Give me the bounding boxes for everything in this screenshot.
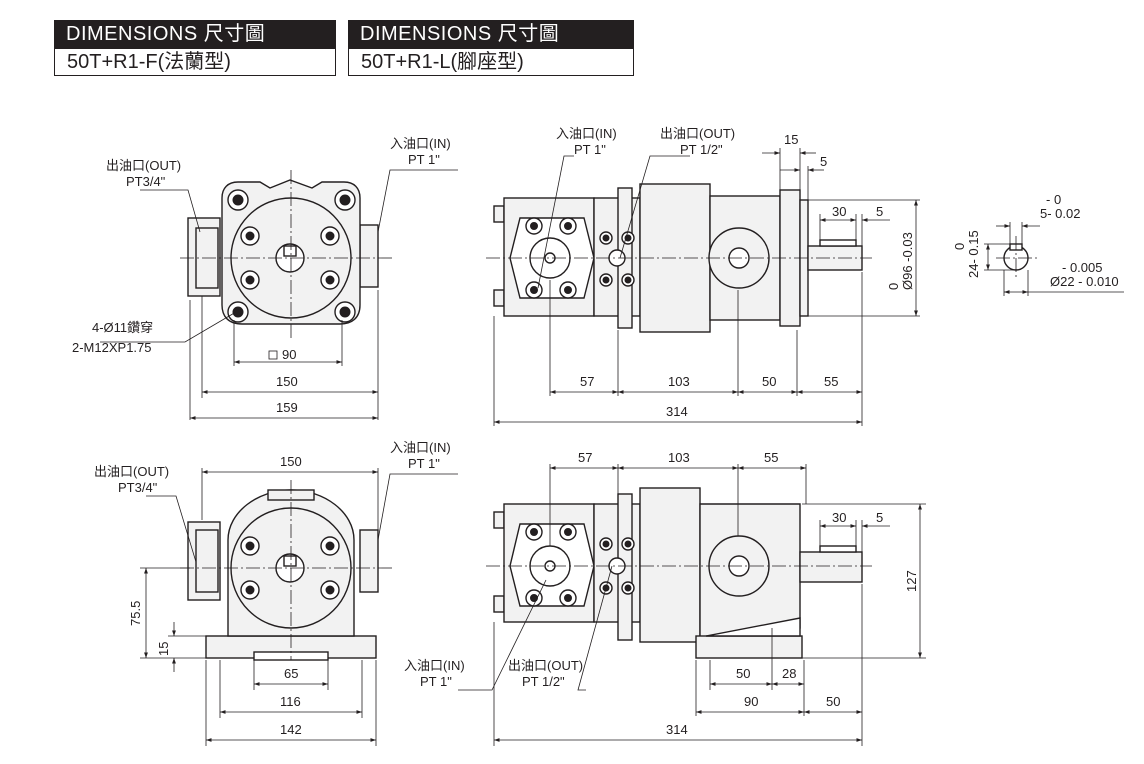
key-height-tol: 0 <box>952 243 967 250</box>
out-port-size: PT 1/2" <box>522 674 565 689</box>
out-port-label: 出油口(OUT) <box>94 464 169 479</box>
header-flange: DIMENSIONS 尺寸圖 50T+R1-F(法蘭型) <box>54 20 336 76</box>
dim-50: 50 <box>762 374 776 389</box>
in-port-label: 入油口(IN) <box>390 440 451 455</box>
dim-55: 55 <box>824 374 838 389</box>
foot-front-dims: 150 75.5 15 65 116 142 出油口(OUT) PT3/4" 入… <box>94 440 458 746</box>
dim-103: 103 <box>668 450 690 465</box>
dim-75-5: 75.5 <box>128 601 143 626</box>
holes-label: 4-Ø11鑽穿 <box>92 320 153 335</box>
dim-50a: 50 <box>736 666 750 681</box>
dim-5: 5 <box>820 154 827 169</box>
pilot-dia: Ø96 -0.03 <box>900 232 915 290</box>
in-port-size: PT 1" <box>408 456 440 471</box>
flange-front-view <box>180 170 392 340</box>
key-height: 24- 0.15 <box>966 230 981 278</box>
dim-50b: 50 <box>826 694 840 709</box>
shaft-section-view: - 0 5- 0.02 0 24- 0.15 - 0.005 Ø22 - 0.0… <box>952 192 1124 296</box>
key-tol: - 0 <box>1046 192 1061 207</box>
header-title: DIMENSIONS 尺寸圖 <box>348 20 634 48</box>
dim-57: 57 <box>580 374 594 389</box>
dim-55: 55 <box>764 450 778 465</box>
shaft-dia: Ø22 - 0.010 <box>1050 274 1119 289</box>
bolt-icon <box>232 194 351 318</box>
dim-30: 30 <box>832 510 846 525</box>
dim-57: 57 <box>578 450 592 465</box>
dim-314: 314 <box>666 404 688 419</box>
dim-116: 116 <box>280 694 301 709</box>
dim-5: 5 <box>876 510 883 525</box>
in-port-label: 入油口(IN) <box>390 136 451 151</box>
flange-front-dims: 90 150 159 出油口(OUT) PT3/4" 入油口(IN) PT 1"… <box>72 136 458 420</box>
dim-103: 103 <box>668 374 690 389</box>
header-foot: DIMENSIONS 尺寸圖 50T+R1-L(腳座型) <box>348 20 634 76</box>
out-port-size: PT3/4" <box>126 174 166 189</box>
dim-127: 127 <box>904 570 919 592</box>
shaft-tol: - 0.005 <box>1062 260 1102 275</box>
in-port-size: PT 1" <box>574 142 606 157</box>
bolt-icon <box>525 523 635 607</box>
in-port-label: 入油口(IN) <box>556 126 617 141</box>
dim-5b: 5 <box>876 204 883 219</box>
dim-159: 159 <box>276 400 298 415</box>
in-port-size: PT 1" <box>408 152 440 167</box>
dim-150: 150 <box>276 374 298 389</box>
foot-side-view <box>486 487 872 659</box>
dim-314: 314 <box>666 722 688 737</box>
out-port-label: 出油口(OUT) <box>508 658 583 673</box>
dim-65: 65 <box>284 666 298 681</box>
dim-square-90: 90 <box>282 347 296 362</box>
bolt-icon <box>240 536 340 600</box>
dim-150: 150 <box>280 454 302 469</box>
out-port-label: 出油口(OUT) <box>660 126 735 141</box>
flange-side-dims: 57 103 50 55 314 15 5 30 5 0 Ø96 -0.03 入… <box>493 126 920 426</box>
out-port-size: PT 1/2" <box>680 142 723 157</box>
header-title: DIMENSIONS 尺寸圖 <box>54 20 336 48</box>
thread-label: 2-M12XP1.75 <box>72 340 152 355</box>
foot-front-view <box>180 480 392 661</box>
dim-30: 30 <box>832 204 846 219</box>
out-port-label: 出油口(OUT) <box>106 158 181 173</box>
in-port-size: PT 1" <box>420 674 452 689</box>
header-model: 50T+R1-L(腳座型) <box>348 48 634 76</box>
dim-142: 142 <box>280 722 302 737</box>
in-port-label: 入油口(IN) <box>404 658 465 673</box>
dim-90: 90 <box>744 694 758 709</box>
out-port-size: PT3/4" <box>118 480 158 495</box>
dim-15: 15 <box>156 642 171 656</box>
key-width: 5- 0.02 <box>1040 206 1080 221</box>
foot-side-dims: 57 103 55 30 5 127 50 28 90 50 314 入油口(I… <box>404 450 926 746</box>
dim-15: 15 <box>784 132 798 147</box>
bolt-icon <box>525 217 635 299</box>
flange-side-view <box>486 183 872 333</box>
header-model: 50T+R1-F(法蘭型) <box>54 48 336 76</box>
pilot-tol: 0 <box>886 283 901 290</box>
dim-28: 28 <box>782 666 796 681</box>
